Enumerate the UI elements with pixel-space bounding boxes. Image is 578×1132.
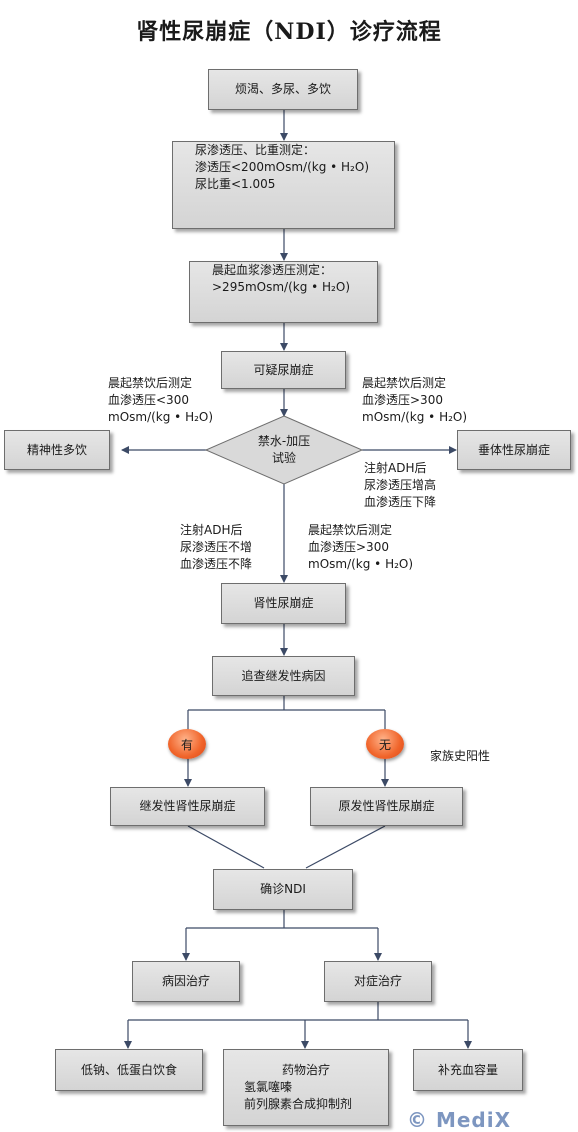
drug-item-prostaglandin: 前列腺素合成抑制剂	[244, 1097, 353, 1111]
urine-test-box: 尿渗透压、比重测定： 渗透压<200mOsm/(kg • H₂O) 尿比重<1.…	[172, 141, 395, 229]
urine-test-line-2: 渗透压<200mOsm/(kg • H₂O)	[195, 160, 369, 174]
plasma-test-line-1: 晨起血浆渗透压测定：	[212, 263, 333, 277]
water-test-text: 禁水-加压 试验	[230, 433, 338, 467]
water-test-diamond	[204, 415, 364, 485]
water-test-line-1: 禁水-加压	[257, 434, 311, 448]
urine-test-line-1: 尿渗透压、比重测定：	[195, 143, 316, 157]
down-adh-line-2: 尿渗透压不增	[180, 540, 253, 554]
yes-circle: 有	[168, 729, 206, 759]
right-cond-line-3: mOsm/(kg • H₂O)	[362, 410, 468, 424]
urine-test-line-3: 尿比重<1.005	[195, 177, 276, 191]
secondary-ndi-box: 继发性肾性尿崩症	[110, 787, 265, 826]
left-cond-line-3: mOsm/(kg • H₂O)	[108, 410, 214, 424]
volume-box: 补充血容量	[413, 1049, 523, 1091]
right-adh-line-1: 注射ADH后	[364, 461, 427, 475]
right-condition-label: 晨起禁饮后测定 血渗透压>300 mOsm/(kg • H₂O)	[362, 375, 467, 426]
plasma-test-line-2: >295mOsm/(kg • H₂O)	[212, 280, 350, 294]
drug-list: 氢氯噻嗪 前列腺素合成抑制剂	[224, 1079, 388, 1113]
symptomatic-treatment-box: 对症治疗	[324, 961, 432, 1002]
down-cond-line-1: 晨起禁饮后测定	[308, 523, 393, 537]
right-adh-line-3: 血渗透压下降	[364, 495, 437, 509]
confirm-ndi-box: 确诊NDI	[213, 869, 353, 910]
right-adh-label: 注射ADH后 尿渗透压增高 血渗透压下降	[364, 460, 436, 511]
psychogenic-box: 精神性多饮	[4, 430, 110, 470]
page-title: 肾性尿崩症（NDI）诊疗流程	[136, 19, 442, 45]
down-cond-line-3: mOsm/(kg • H₂O)	[308, 557, 414, 571]
medix-watermark: © MediX	[407, 1108, 512, 1132]
no-circle: 无	[366, 729, 404, 759]
left-cond-line-1: 晨起禁饮后测定	[108, 376, 193, 390]
secondary-check-box: 追查继发性病因	[212, 656, 355, 696]
diet-box: 低钠、低蛋白饮食	[55, 1049, 203, 1091]
right-cond-line-1: 晨起禁饮后测定	[362, 376, 447, 390]
water-test-line-2: 试验	[271, 451, 296, 465]
pituitary-box: 垂体性尿崩症	[457, 430, 571, 470]
plasma-test-box: 晨起血浆渗透压测定： >295mOsm/(kg • H₂O)	[189, 261, 378, 323]
cause-treatment-box: 病因治疗	[132, 961, 240, 1002]
nephrogenic-box: 肾性尿崩症	[221, 583, 346, 624]
symptoms-box: 烦渴、多尿、多饮	[208, 69, 358, 110]
right-cond-line-2: 血渗透压>300	[362, 393, 443, 407]
down-adh-line-3: 血渗透压不降	[180, 557, 253, 571]
primary-ndi-box: 原发性肾性尿崩症	[310, 787, 463, 826]
drug-treatment-title: 药物治疗	[281, 1063, 330, 1077]
down-adh-line-1: 注射ADH后	[180, 523, 243, 537]
down-cond-line-2: 血渗透压>300	[308, 540, 389, 554]
drug-treatment-box: 药物治疗 氢氯噻嗪 前列腺素合成抑制剂	[223, 1049, 389, 1126]
down-adh-label: 注射ADH后 尿渗透压不增 血渗透压不降	[180, 522, 252, 573]
drug-item-thiazide: 氢氯噻嗪	[244, 1080, 293, 1094]
left-condition-label: 晨起禁饮后测定 血渗透压<300 mOsm/(kg • H₂O)	[108, 375, 213, 426]
left-cond-line-2: 血渗透压<300	[108, 393, 189, 407]
right-adh-line-2: 尿渗透压增高	[364, 478, 437, 492]
suspected-box: 可疑尿崩症	[221, 351, 346, 389]
family-history-label: 家族史阳性	[430, 749, 491, 763]
down-condition-label: 晨起禁饮后测定 血渗透压>300 mOsm/(kg • H₂O)	[308, 522, 413, 573]
